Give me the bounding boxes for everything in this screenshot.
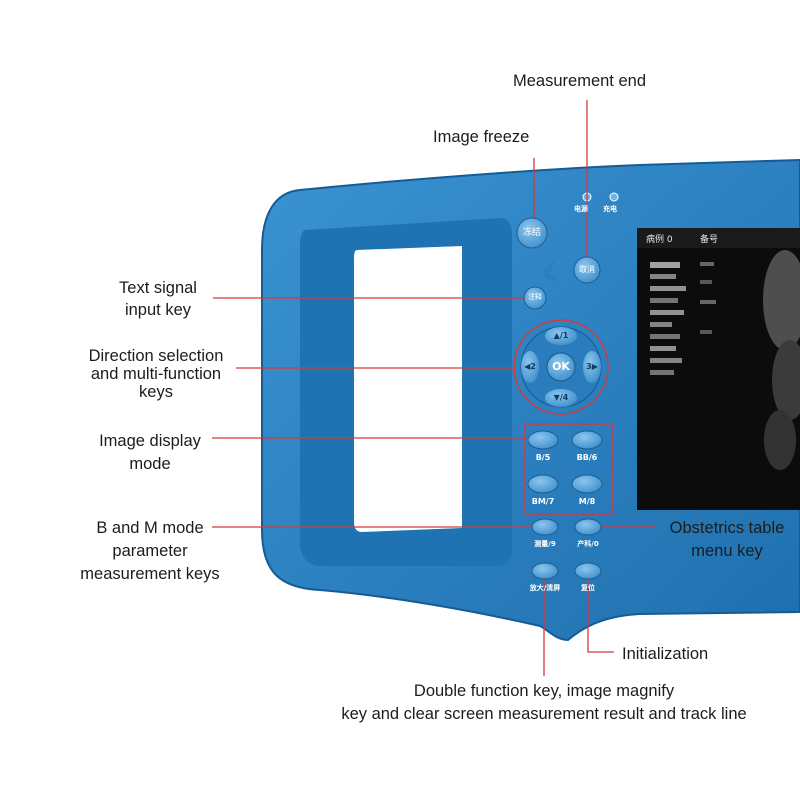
double-function-label-line1: Double function key, image magnify [413, 682, 675, 700]
screen-header-right: 备号 [700, 235, 719, 245]
cancel-key-label: 取消 [579, 265, 595, 274]
left-key-label: ◀2 [524, 362, 536, 371]
screen-header-left: 病例 0 [646, 235, 673, 245]
ok-button[interactable] [546, 352, 576, 382]
mode-bb-button[interactable] [571, 430, 603, 450]
display-mode-label-line1: Image display [99, 432, 201, 450]
obstetrics-button[interactable] [574, 518, 602, 536]
up-button[interactable] [545, 327, 577, 345]
mode-bm-label: BM/7 [531, 497, 555, 506]
arrow-decor-icon [543, 260, 558, 282]
sonogram-image [650, 250, 800, 470]
initialization-label: Initialization [622, 645, 709, 663]
image-freeze-label: Image freeze [433, 128, 530, 146]
left-button[interactable] [521, 351, 539, 383]
magnify-key-label: 放大/清屏 [529, 584, 561, 592]
text-signal-label-line2: input key [124, 301, 192, 319]
cancel-button[interactable] [573, 256, 601, 284]
callout-lines [212, 100, 655, 676]
down-key-label: ▼/4 [553, 393, 569, 402]
reset-key-label: 复位 [581, 584, 595, 592]
reset-button[interactable] [574, 562, 602, 580]
right-button[interactable] [583, 351, 601, 383]
freeze-key-label: 冻结 [522, 228, 541, 238]
right-key-label: 3▶ [586, 362, 598, 371]
double-function-label-line2: key and clear screen measurement result … [341, 705, 747, 723]
ok-key-label: OK [552, 360, 570, 373]
display-mode-label-line2: mode [129, 455, 171, 473]
measure-button[interactable] [531, 518, 559, 536]
text-signal-label-line1: Text signal [119, 279, 197, 297]
down-button[interactable] [545, 389, 577, 407]
obstetrics-key-label: 产科/0 [577, 540, 599, 548]
direction-highlight [513, 319, 609, 415]
direction-label-line2: and multi-function [90, 365, 222, 383]
bm-param-label-line3: measurement keys [80, 565, 220, 583]
text-key-label: 注释 [528, 293, 542, 301]
text-input-button[interactable] [523, 286, 547, 310]
mode-m-label: M/8 [578, 497, 596, 506]
handle-opening [354, 246, 462, 532]
mode-bb-label: BB/6 [576, 453, 598, 462]
mode-b-button[interactable] [527, 430, 559, 450]
up-key-label: ▲/1 [553, 331, 569, 340]
power-led-label: 电源 [574, 205, 588, 213]
mode-bm-button[interactable] [527, 474, 559, 494]
mode-keys-highlight [524, 423, 613, 515]
magnify-clear-button[interactable] [531, 562, 559, 580]
mode-m-button[interactable] [571, 474, 603, 494]
obstetrics-label-line1: Obstetrics table [669, 519, 785, 537]
mode-b-label: B/5 [535, 453, 551, 462]
bm-param-label-line2: parameter [112, 542, 188, 560]
bm-param-label-line1: B and M mode [96, 519, 204, 537]
direction-label-line1: Direction selection [88, 347, 224, 365]
freeze-button[interactable] [516, 217, 548, 249]
direction-label-line3: keys [139, 383, 173, 401]
obstetrics-label-line2: menu key [691, 542, 763, 560]
measurement-end-label: Measurement end [513, 72, 646, 90]
charge-led [609, 192, 619, 202]
screen-header-bar [637, 228, 800, 248]
charge-led-label: 充电 [603, 205, 617, 213]
measure-key-label: 测量/9 [534, 540, 556, 548]
